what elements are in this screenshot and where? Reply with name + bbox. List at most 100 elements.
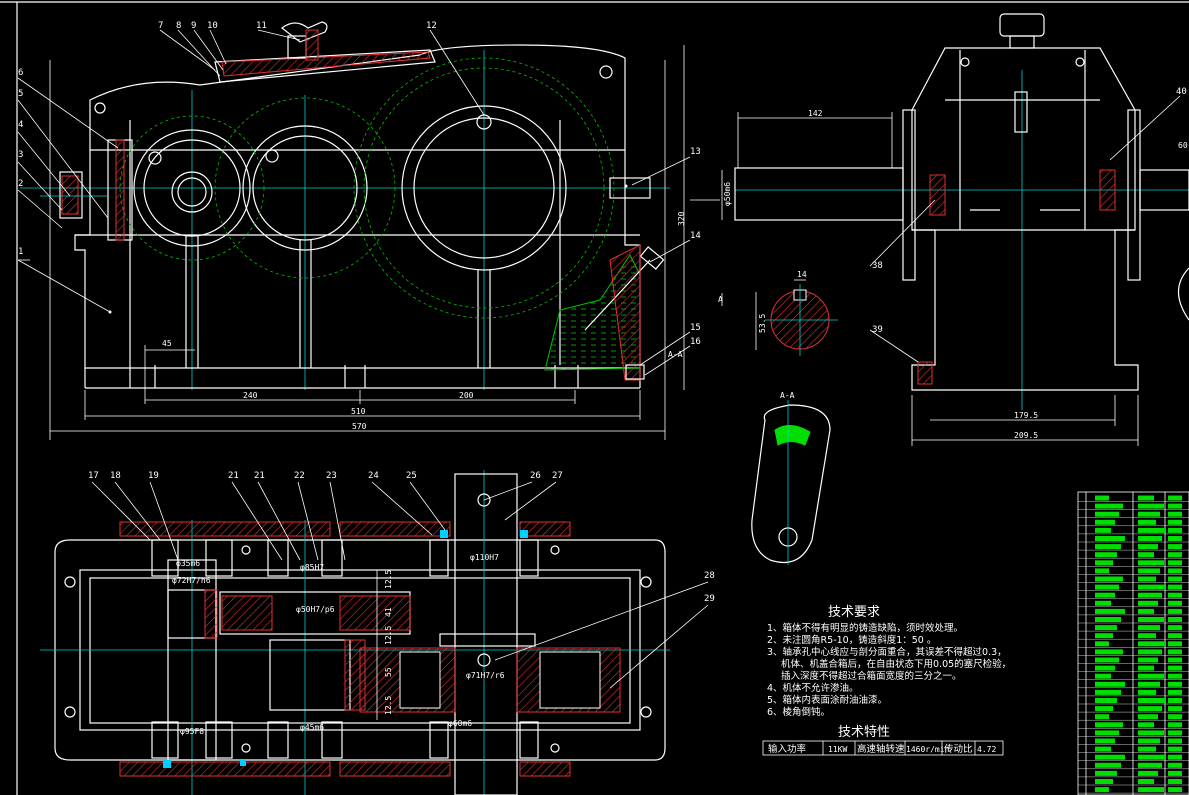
title-block-cell: [1095, 527, 1111, 533]
balloon-18: 18: [110, 471, 121, 481]
title-block-cell: [1138, 600, 1158, 606]
title-block-cell: [1095, 495, 1109, 501]
title-block-cell: [1138, 657, 1158, 663]
spec-speed-label: 高速轴转速: [857, 743, 905, 755]
title-block-cell: [1138, 641, 1166, 647]
title-block-cell: [1138, 706, 1162, 712]
title-block-cell: [1168, 649, 1182, 655]
title-block-cell: [1095, 738, 1115, 744]
title-block-cell: [1095, 519, 1115, 525]
title-block-cell: [1138, 511, 1160, 517]
title-block-cell: [1095, 762, 1121, 768]
title-block-cell: [1168, 544, 1182, 550]
title-block-cell: [1168, 673, 1182, 679]
dim-14: 14: [797, 270, 807, 279]
balloon-9: 9: [191, 21, 196, 31]
title-block-cell: [1138, 689, 1156, 695]
title-block-cell: [1168, 584, 1182, 590]
title-block-cell: [1168, 665, 1182, 671]
balloon-16: 16: [690, 337, 701, 347]
title-block-cell: [1138, 665, 1154, 671]
title-block-cell: [1095, 779, 1113, 784]
title-block-cell: [1168, 552, 1182, 558]
title-block-cell: [1138, 519, 1156, 525]
title-block-cell: [1138, 633, 1156, 639]
spec-input-power-value: 11KW: [828, 745, 847, 754]
title-block-cell: [1095, 722, 1123, 728]
title-block-cell: [1095, 576, 1123, 582]
title-block-cell: [1138, 714, 1158, 720]
tech-req-item-5: 5、箱体内表面涂耐油油漆。: [767, 694, 887, 706]
title-block-cell: [1095, 617, 1121, 622]
title-block-cell: [1138, 592, 1162, 598]
title-block-cell: [1168, 560, 1182, 566]
title-block-cell: [1168, 568, 1182, 574]
dim-240: 240: [243, 391, 258, 400]
title-block-cell: [1168, 536, 1182, 541]
title-block-cell: [1138, 730, 1164, 736]
title-block-cell: [1138, 698, 1166, 703]
dim-200: 200: [459, 391, 474, 400]
title-block-cell: [1138, 746, 1156, 752]
balloon-40: 40: [1176, 87, 1187, 97]
title-block-cell: [1138, 536, 1162, 541]
title-block-cell: [1168, 738, 1182, 744]
dim-45: 45: [162, 339, 172, 348]
balloon-25: 25: [406, 471, 417, 481]
title-block-cell: [1095, 730, 1119, 736]
title-block-cell: [1095, 560, 1113, 566]
title-block-cell: [1095, 552, 1117, 558]
title-block-cell: [1095, 625, 1117, 631]
dim-72h7h6: φ72H7/h6: [172, 576, 211, 585]
title-block-cell: [1138, 787, 1164, 793]
title-block-cell: [1095, 503, 1123, 509]
key-section-view: 14 53.5: [755, 270, 838, 356]
dim-50h7p6: φ50H7/p6: [296, 605, 335, 614]
dim-60: 60: [1178, 141, 1188, 150]
title-block-cell: [1095, 673, 1111, 679]
title-block-cell: [1168, 641, 1182, 647]
section-mark-a2: A-A: [668, 350, 683, 359]
title-block-cell: [1168, 754, 1182, 760]
balloon-22: 22: [294, 471, 305, 481]
balloon-14: 14: [690, 231, 701, 241]
front-view: [20, 21, 670, 390]
dim-12-5-b: 12.5: [384, 626, 393, 645]
dim-35m6: φ35m6: [176, 559, 200, 568]
balloon-1: 1: [18, 247, 23, 257]
balloon-17: 17: [88, 471, 99, 481]
balloon-27: 27: [552, 471, 563, 481]
balloon-29: 29: [704, 594, 715, 604]
title-block-cell: [1168, 689, 1182, 695]
title-block-cell: [1138, 495, 1154, 501]
title-block-cell: [1168, 779, 1182, 784]
title-block-cell: [1095, 600, 1111, 606]
tech-req-item-1: 1、箱体不得有明显的铸造缺陷，须时效处理。: [767, 622, 963, 634]
title-block-cell: [1095, 568, 1109, 574]
balloon-26: 26: [530, 471, 541, 481]
balloon-6: 6: [18, 68, 23, 78]
balloon-12: 12: [426, 21, 437, 31]
title-block-cell: [1168, 714, 1182, 720]
tech-req-item-2: 2、未注圆角R5-10，铸造斜度1：50 。: [767, 634, 936, 646]
title-block-cell: [1138, 544, 1158, 550]
title-block-cell: [1168, 762, 1182, 768]
balloon-39: 39: [872, 325, 883, 335]
tech-requirements: 技术要求 1、箱体不得有明显的铸造缺陷，须时效处理。 2、未注圆角R5-10，铸…: [767, 605, 1011, 718]
spec-speed-value: 1460r/min: [906, 745, 950, 754]
tech-req-item-3c: 插入深度不得超过合箱面宽度的三分之一。: [781, 670, 962, 682]
balloon-4: 4: [18, 120, 23, 130]
balloon-21a: 21: [228, 471, 239, 481]
dim-60m6: φ60m6: [448, 719, 472, 728]
dim-53-5: 53.5: [758, 314, 767, 333]
title-block-cell: [1095, 608, 1125, 614]
tech-req-item-3: 3、轴承孔中心线应与剖分面重合，其误差不得超过0.3，: [767, 646, 1007, 658]
dim-179-5: 179.5: [1014, 411, 1038, 420]
balloon-7: 7: [158, 21, 163, 31]
title-block-cell: [1138, 552, 1154, 558]
title-block-cell: [1168, 770, 1182, 776]
title-block-cell: [1138, 779, 1154, 784]
balloon-23: 23: [326, 471, 337, 481]
title-block-cell: [1095, 706, 1113, 712]
title-block-cell: [1168, 706, 1182, 712]
